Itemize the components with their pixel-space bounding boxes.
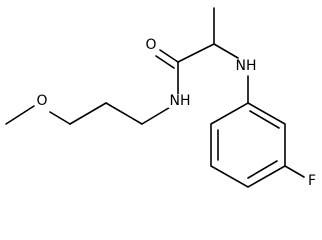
structure-canvas: O NH NH O F <box>5 7 318 189</box>
bond-amide-chain <box>141 105 173 125</box>
amine-nitrogen-label: NH <box>234 58 258 74</box>
bond-diagram <box>5 7 305 188</box>
benzene-ring <box>210 102 286 188</box>
fluorine-label: F <box>306 173 318 189</box>
bond-ring-fluorine <box>284 165 305 178</box>
bond-ch-amine <box>213 43 239 59</box>
carbonyl-oxygen-label: O <box>144 37 158 53</box>
bond-ch-carbonyl <box>177 43 215 63</box>
bond-carbonyl-1 <box>159 49 179 63</box>
ring-double-bond-2 <box>247 160 278 179</box>
bond-chain-3 <box>49 111 71 125</box>
bond-chain-1 <box>105 102 143 125</box>
ether-oxygen-label: O <box>35 93 49 109</box>
amide-nitrogen-label: NH <box>168 93 192 109</box>
bond-ether-methyl <box>5 105 35 125</box>
ring-double-bond-1 <box>249 110 280 129</box>
bond-chain-2 <box>69 102 107 125</box>
bond-carbonyl-2 <box>155 55 175 69</box>
